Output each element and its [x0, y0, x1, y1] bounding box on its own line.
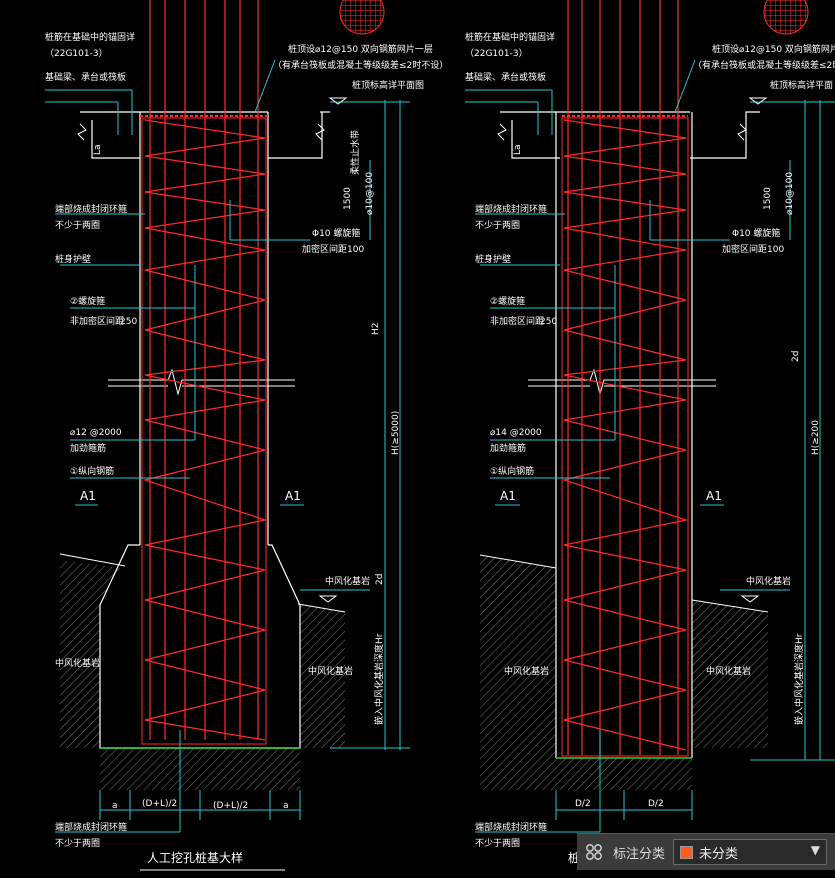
left-pile-detail: [45, 0, 410, 833]
top-elevation: 桩顶标高详平面图: [352, 79, 424, 91]
anchor-note-2: （22G101-3）: [45, 48, 108, 59]
pile-wall: 桩身护壁: [55, 253, 91, 265]
right-labels: 桩筋在基础中的锚固详 （22G101-3） 基础梁、承台或筏板 桩顶设⌀12@1…: [465, 31, 835, 865]
mid-rock-side: 中风化基岩: [308, 665, 353, 677]
side-note: 柔性止水带: [349, 130, 361, 175]
cap-note-r: 基础梁、承台或筏板: [465, 71, 546, 83]
bottom-seal-2: 不少于两圈: [55, 838, 100, 849]
cap-note: 基础梁、承台或筏板: [45, 71, 126, 83]
mid-rock-side-r: 中风化基岩: [706, 665, 751, 677]
rebar-mesh-1: 桩顶设⌀12@150 双向钢筋网片一层: [288, 43, 433, 55]
spiral2-3-r: 250: [540, 317, 557, 327]
la-dim-r: La: [513, 144, 523, 155]
a1-right: A1: [285, 489, 301, 503]
grid-icon[interactable]: [577, 834, 611, 870]
a1-right-r: A1: [706, 489, 722, 503]
rebar-mesh-2: （有承台筏板或混凝土等级级差≤2时不设）: [273, 59, 448, 71]
dim-d2-r: D/2: [648, 799, 664, 809]
dim-1500: 1500: [343, 187, 353, 210]
dim-dl1: (D+L)/2: [142, 799, 177, 809]
category-label: 标注分类: [613, 846, 666, 862]
top-elevation-r: 桩顶标高详平面: [770, 79, 833, 91]
dim-dl2: (D+L)/2: [213, 801, 248, 811]
spiral-d10-2: 加密区间距100: [302, 243, 364, 255]
spiral2-2-r: 非加密区间距: [490, 315, 544, 327]
rock-hatch-right: [300, 605, 345, 748]
annotation-category-toolbar: 标注分类 未分类 ▼: [577, 833, 835, 870]
left-labels: 桩筋在基础中的锚固详 （22G101-3） 基础梁、承台或筏板 桩顶设⌀12@1…: [45, 31, 448, 871]
h2-label: H2: [371, 323, 381, 336]
seal-ring-2: 不少于两圈: [55, 220, 100, 231]
category-select[interactable]: 未分类 ▼: [673, 839, 828, 865]
right-pile-detail: [465, 0, 835, 833]
h-ge-label: H(≥5000): [391, 411, 401, 455]
spiral2-1-r: ②螺旋箍: [490, 295, 525, 307]
two-d: 2d: [375, 574, 385, 585]
rock-hatch-left: [60, 560, 122, 748]
dim-a2: a: [283, 801, 289, 811]
anchor-note-1: 桩筋在基础中的锚固详: [45, 31, 135, 43]
pile-wall-r: 桩身护壁: [475, 253, 511, 265]
spiral-d10-1: Φ10 螺旋箍: [312, 227, 360, 239]
drawing-title: 人工挖孔桩基大样: [147, 850, 243, 865]
category-selected-value: 未分类: [699, 846, 739, 862]
spiral-d10-1-r: Φ10 螺旋箍: [732, 227, 780, 239]
bottom-seal-1: 端部烧成封闭环箍: [55, 821, 127, 833]
stiff-2: 加劲箍筋: [70, 442, 106, 454]
two-d-top-r: 2d: [791, 351, 801, 362]
spiral2-3: 250: [120, 317, 137, 327]
long-bar: ①纵向钢筋: [70, 465, 114, 477]
rebar-mesh-1-r: 桩顶设⌀12@150 双向钢筋网片一: [712, 43, 835, 55]
long-bar-r: ①纵向钢筋: [490, 465, 534, 477]
dim-d1-r: D/2: [575, 799, 591, 809]
rock-hatch-bottom: [100, 748, 300, 790]
spiral2-1: ②螺旋箍: [70, 295, 105, 307]
stiff-1: ⌀12 @2000: [70, 428, 122, 438]
hr-label: 嵌入中风化基岩深度Hr: [373, 633, 385, 725]
dimension-lines: [45, 59, 410, 833]
bottom-seal-1-r: 端部烧成封闭环箍: [475, 821, 547, 833]
a1-left: A1: [80, 489, 96, 503]
spiral-stirrup: [142, 119, 268, 741]
stiff-1-r: ⌀14 @2000: [490, 428, 542, 438]
mid-rock-right: 中风化基岩: [325, 575, 370, 587]
seal-ring-1: 端部烧成封闭环箍: [55, 203, 127, 215]
top-rebar-grid: [339, 0, 385, 35]
color-swatch: [680, 845, 694, 859]
anchor-note-1-r: 桩筋在基础中的锚固详: [465, 31, 555, 43]
bottom-seal-2-r: 不少于两圈: [475, 838, 520, 849]
mid-rock-right-r: 中风化基岩: [746, 575, 791, 587]
spiral2-2: 非加密区间距: [70, 315, 124, 327]
mid-rock-left: 中风化基岩: [55, 657, 100, 669]
stiff-2-r: 加劲箍筋: [490, 442, 526, 454]
anchor-note-2-r: （22G101-3）: [465, 48, 528, 59]
seal-ring-2-r: 不少于两圈: [475, 220, 520, 231]
spiral-d10-2-r: 加密区间距100: [722, 243, 784, 255]
dim-1500-r: 1500: [763, 187, 773, 210]
a1-left-r: A1: [500, 489, 516, 503]
longitudinal-bars: [149, 0, 259, 740]
seal-ring-1-r: 端部烧成封闭环箍: [475, 203, 547, 215]
rebar-mesh-2-r: （有承台筏板或混凝土等级级差≤2时不: [693, 59, 835, 71]
mid-rock-left-r: 中风化基岩: [504, 665, 549, 677]
h-ge-label-r: H(≥200: [811, 420, 821, 455]
hr-label-r: 嵌入中风化基岩深度Hr: [793, 633, 805, 725]
la-dim: La: [93, 144, 103, 155]
d10-label: ⌀10@100: [365, 172, 375, 215]
d10-label-r: ⌀10@100: [785, 172, 795, 215]
chevron-down-icon: ▼: [810, 843, 821, 857]
dim-a1: a: [112, 801, 118, 811]
